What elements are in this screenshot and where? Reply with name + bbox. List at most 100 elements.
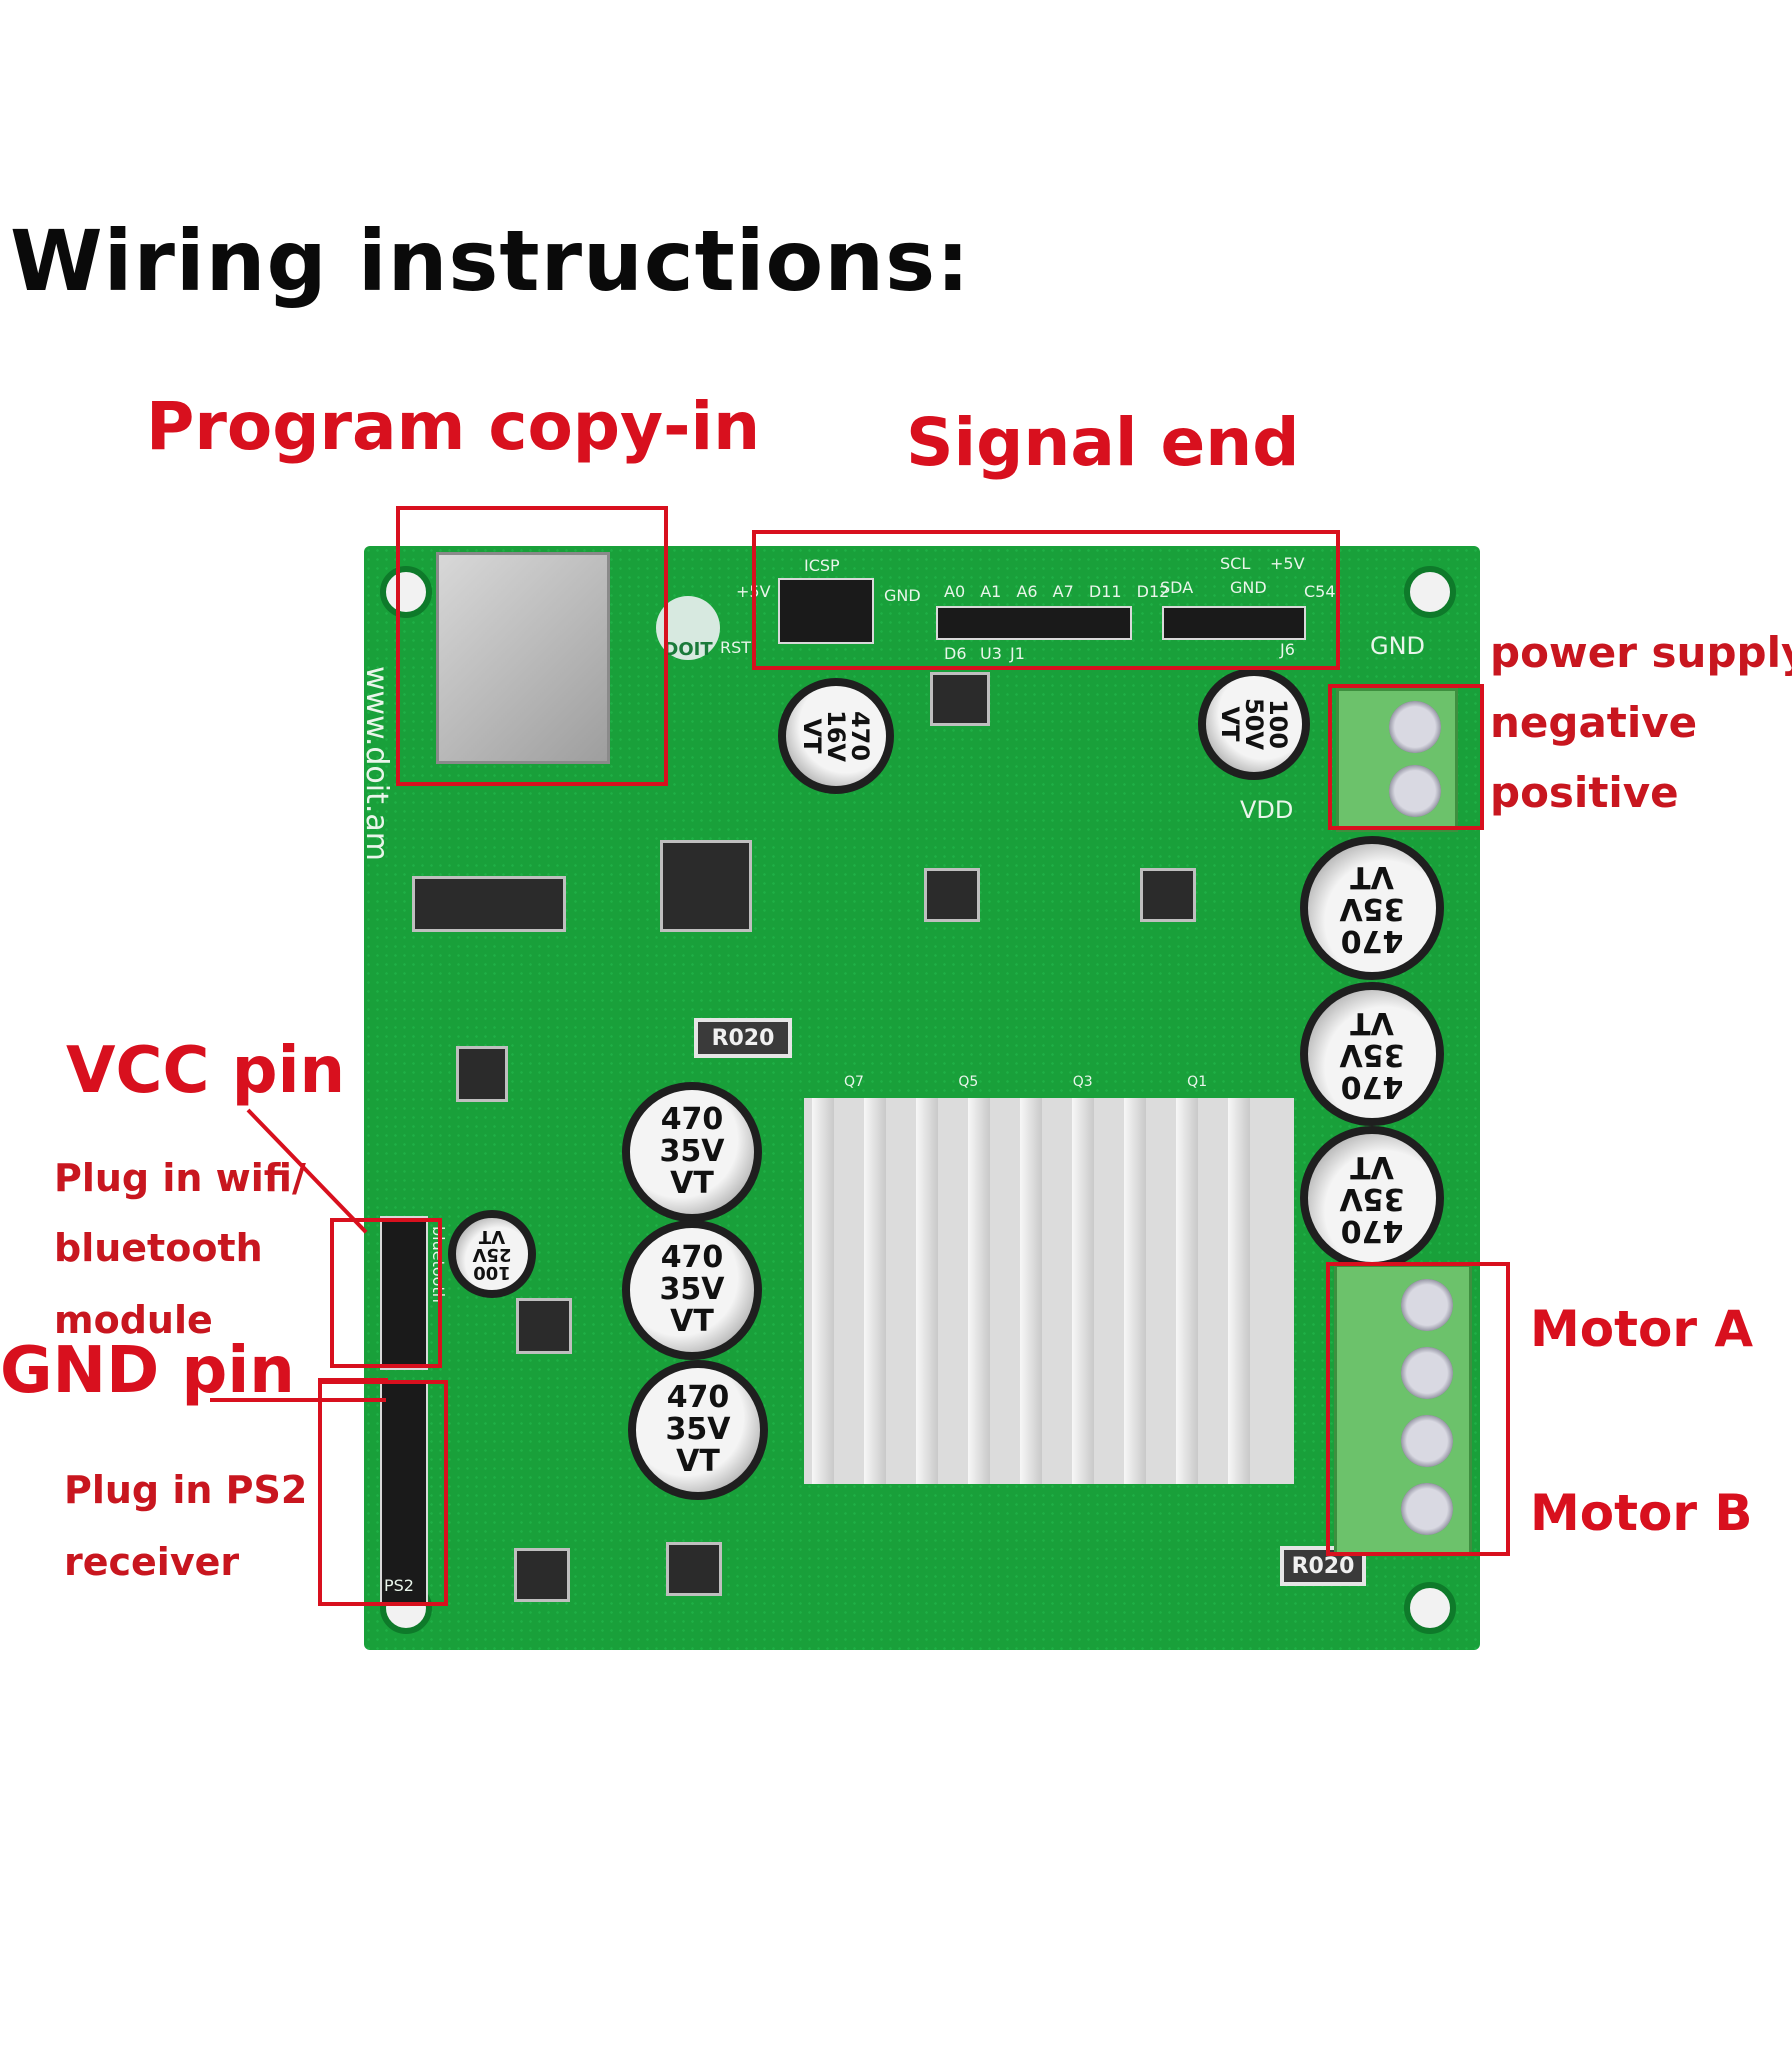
usb-b-connector	[436, 552, 610, 764]
cap-value: 470	[846, 710, 874, 762]
ps2-header	[380, 1382, 428, 1606]
ic-chip	[666, 1542, 722, 1596]
screw-motor-b1[interactable]	[1401, 1415, 1453, 1467]
ic-chip-driver	[924, 868, 980, 922]
pin-a7: A7	[1052, 582, 1074, 601]
cap-value: 470	[1340, 923, 1404, 958]
cap-series: VT	[478, 1226, 506, 1247]
highlight-power-terminal	[1328, 684, 1484, 830]
sda-label: SDA	[1160, 578, 1194, 597]
highlight-motor-terminal	[1326, 1262, 1510, 1556]
q5-label: Q5	[958, 1074, 979, 1090]
ic-chip-driver	[1140, 868, 1196, 922]
cap-series: VT	[670, 1166, 714, 1201]
cap-voltage: 25V	[472, 1244, 512, 1265]
signal-header	[936, 606, 1132, 640]
cap-series: VT	[670, 1304, 714, 1339]
ic-chip	[514, 1548, 570, 1602]
ic-chip-atmega	[660, 840, 752, 932]
label-ps2-line2: receiver	[64, 1540, 240, 1584]
mounting-hole	[1404, 566, 1456, 618]
screw-negative[interactable]	[1389, 701, 1441, 753]
cap-series: VT	[798, 718, 826, 754]
screw-motor-b2[interactable]	[1401, 1483, 1453, 1535]
cap-value: 470	[660, 1240, 724, 1275]
pin-d12: D12	[1136, 582, 1170, 601]
cap-series: VT	[1216, 706, 1244, 742]
q7-label: Q7	[844, 1074, 864, 1090]
capacitor-470uf-35v: 470 35V VT	[622, 1220, 762, 1360]
ic-chip-regulator	[930, 672, 990, 726]
power-terminal-block[interactable]	[1336, 688, 1458, 832]
capacitor-100uf-25v: 100 25V VT	[448, 1210, 536, 1298]
heatsink	[804, 1098, 1294, 1484]
mounting-hole	[1404, 1582, 1456, 1634]
pin-d11: D11	[1088, 582, 1122, 601]
cap-voltage: 16V	[822, 710, 850, 762]
label-ps2-line1: Plug in PS2	[64, 1468, 308, 1512]
label-positive: positive	[1490, 768, 1679, 817]
cap-voltage: 35V	[659, 1134, 725, 1169]
ps2-label: PS2	[384, 1576, 414, 1595]
screw-positive[interactable]	[1389, 765, 1441, 817]
gnd-arrow	[210, 1398, 386, 1402]
icsp-header	[778, 578, 874, 644]
bluetooth-header	[380, 1216, 428, 1370]
gnd-i2c-label: GND	[1230, 578, 1267, 597]
label-program-copy-in: Program copy-in	[146, 388, 761, 465]
plus5v-i2c-label: +5V	[1270, 554, 1305, 573]
u3-label: U3	[980, 644, 1002, 663]
cap-value: 470	[1340, 1213, 1404, 1248]
d6-label: D6	[944, 644, 967, 663]
pin-a6: A6	[1016, 582, 1038, 601]
cap-series: VT	[1350, 1005, 1394, 1040]
i2c-header	[1162, 606, 1306, 640]
capacitor-470uf-35v: 470 35V VT	[1300, 836, 1444, 980]
screw-motor-a1[interactable]	[1401, 1279, 1453, 1331]
label-motor-b: Motor B	[1530, 1484, 1753, 1542]
q1-label: Q1	[1187, 1074, 1208, 1090]
label-wifi-line1: Plug in wifi/	[54, 1156, 306, 1200]
label-power-supply: power supply:	[1490, 628, 1792, 677]
cap-voltage: 35V	[665, 1412, 731, 1447]
cap-value: 470	[666, 1380, 730, 1415]
capacitor-100uf-50v: 100 50V VT	[1198, 668, 1310, 780]
cap-series: VT	[676, 1444, 720, 1479]
highlight-usb-port	[396, 506, 668, 786]
label-signal-end: Signal end	[906, 404, 1300, 481]
capacitor-470uf-35v: 470 35V VT	[1300, 982, 1444, 1126]
j6-label: J6	[1280, 640, 1295, 659]
cap-value: 470	[660, 1102, 724, 1137]
label-wifi-line3: module	[54, 1298, 213, 1342]
highlight-signal-header	[752, 530, 1340, 670]
vdd-label: VDD	[1240, 796, 1294, 824]
highlight-bluetooth-header	[330, 1218, 442, 1368]
website-silkscreen: www.doit.am	[359, 666, 394, 862]
gnd-power-label: GND	[1370, 632, 1426, 660]
label-vcc-pin: VCC pin	[66, 1034, 346, 1108]
pcb-board: www.doit.am DOIT ICSP +5V RST GND A0 A1 …	[359, 546, 1480, 1650]
page-title: Wiring instructions:	[10, 212, 971, 310]
ic-chip	[456, 1046, 508, 1102]
j1-label: J1	[1010, 644, 1025, 663]
capacitor-470uf-35v: 470 35V VT	[628, 1360, 768, 1500]
cap-voltage: 35V	[1339, 1181, 1405, 1216]
screw-motor-a2[interactable]	[1401, 1347, 1453, 1399]
shunt-resistor: R020	[694, 1018, 792, 1058]
cap-voltage: 35V	[659, 1272, 725, 1307]
mounting-hole	[380, 566, 432, 618]
pin-a0: A0	[944, 582, 966, 601]
cap-series: VT	[1350, 859, 1394, 894]
transistor-labels: Q7 Q5 Q3 Q1	[844, 1074, 1207, 1090]
highlight-ps2-header	[318, 1380, 448, 1606]
cap-voltage: 35V	[1339, 1037, 1405, 1072]
cap-series: VT	[1350, 1149, 1394, 1184]
cap-value: 100	[1264, 698, 1292, 750]
cap-voltage: 50V	[1240, 698, 1268, 750]
label-negative: negative	[1490, 698, 1698, 747]
q3-label: Q3	[1072, 1074, 1093, 1090]
capacitor-470uf-35v: 470 35V VT	[622, 1082, 762, 1222]
capacitor-470uf-35v: 470 35V VT	[1300, 1126, 1444, 1270]
cap-value: 470	[1340, 1069, 1404, 1104]
ic-chip	[516, 1298, 572, 1354]
